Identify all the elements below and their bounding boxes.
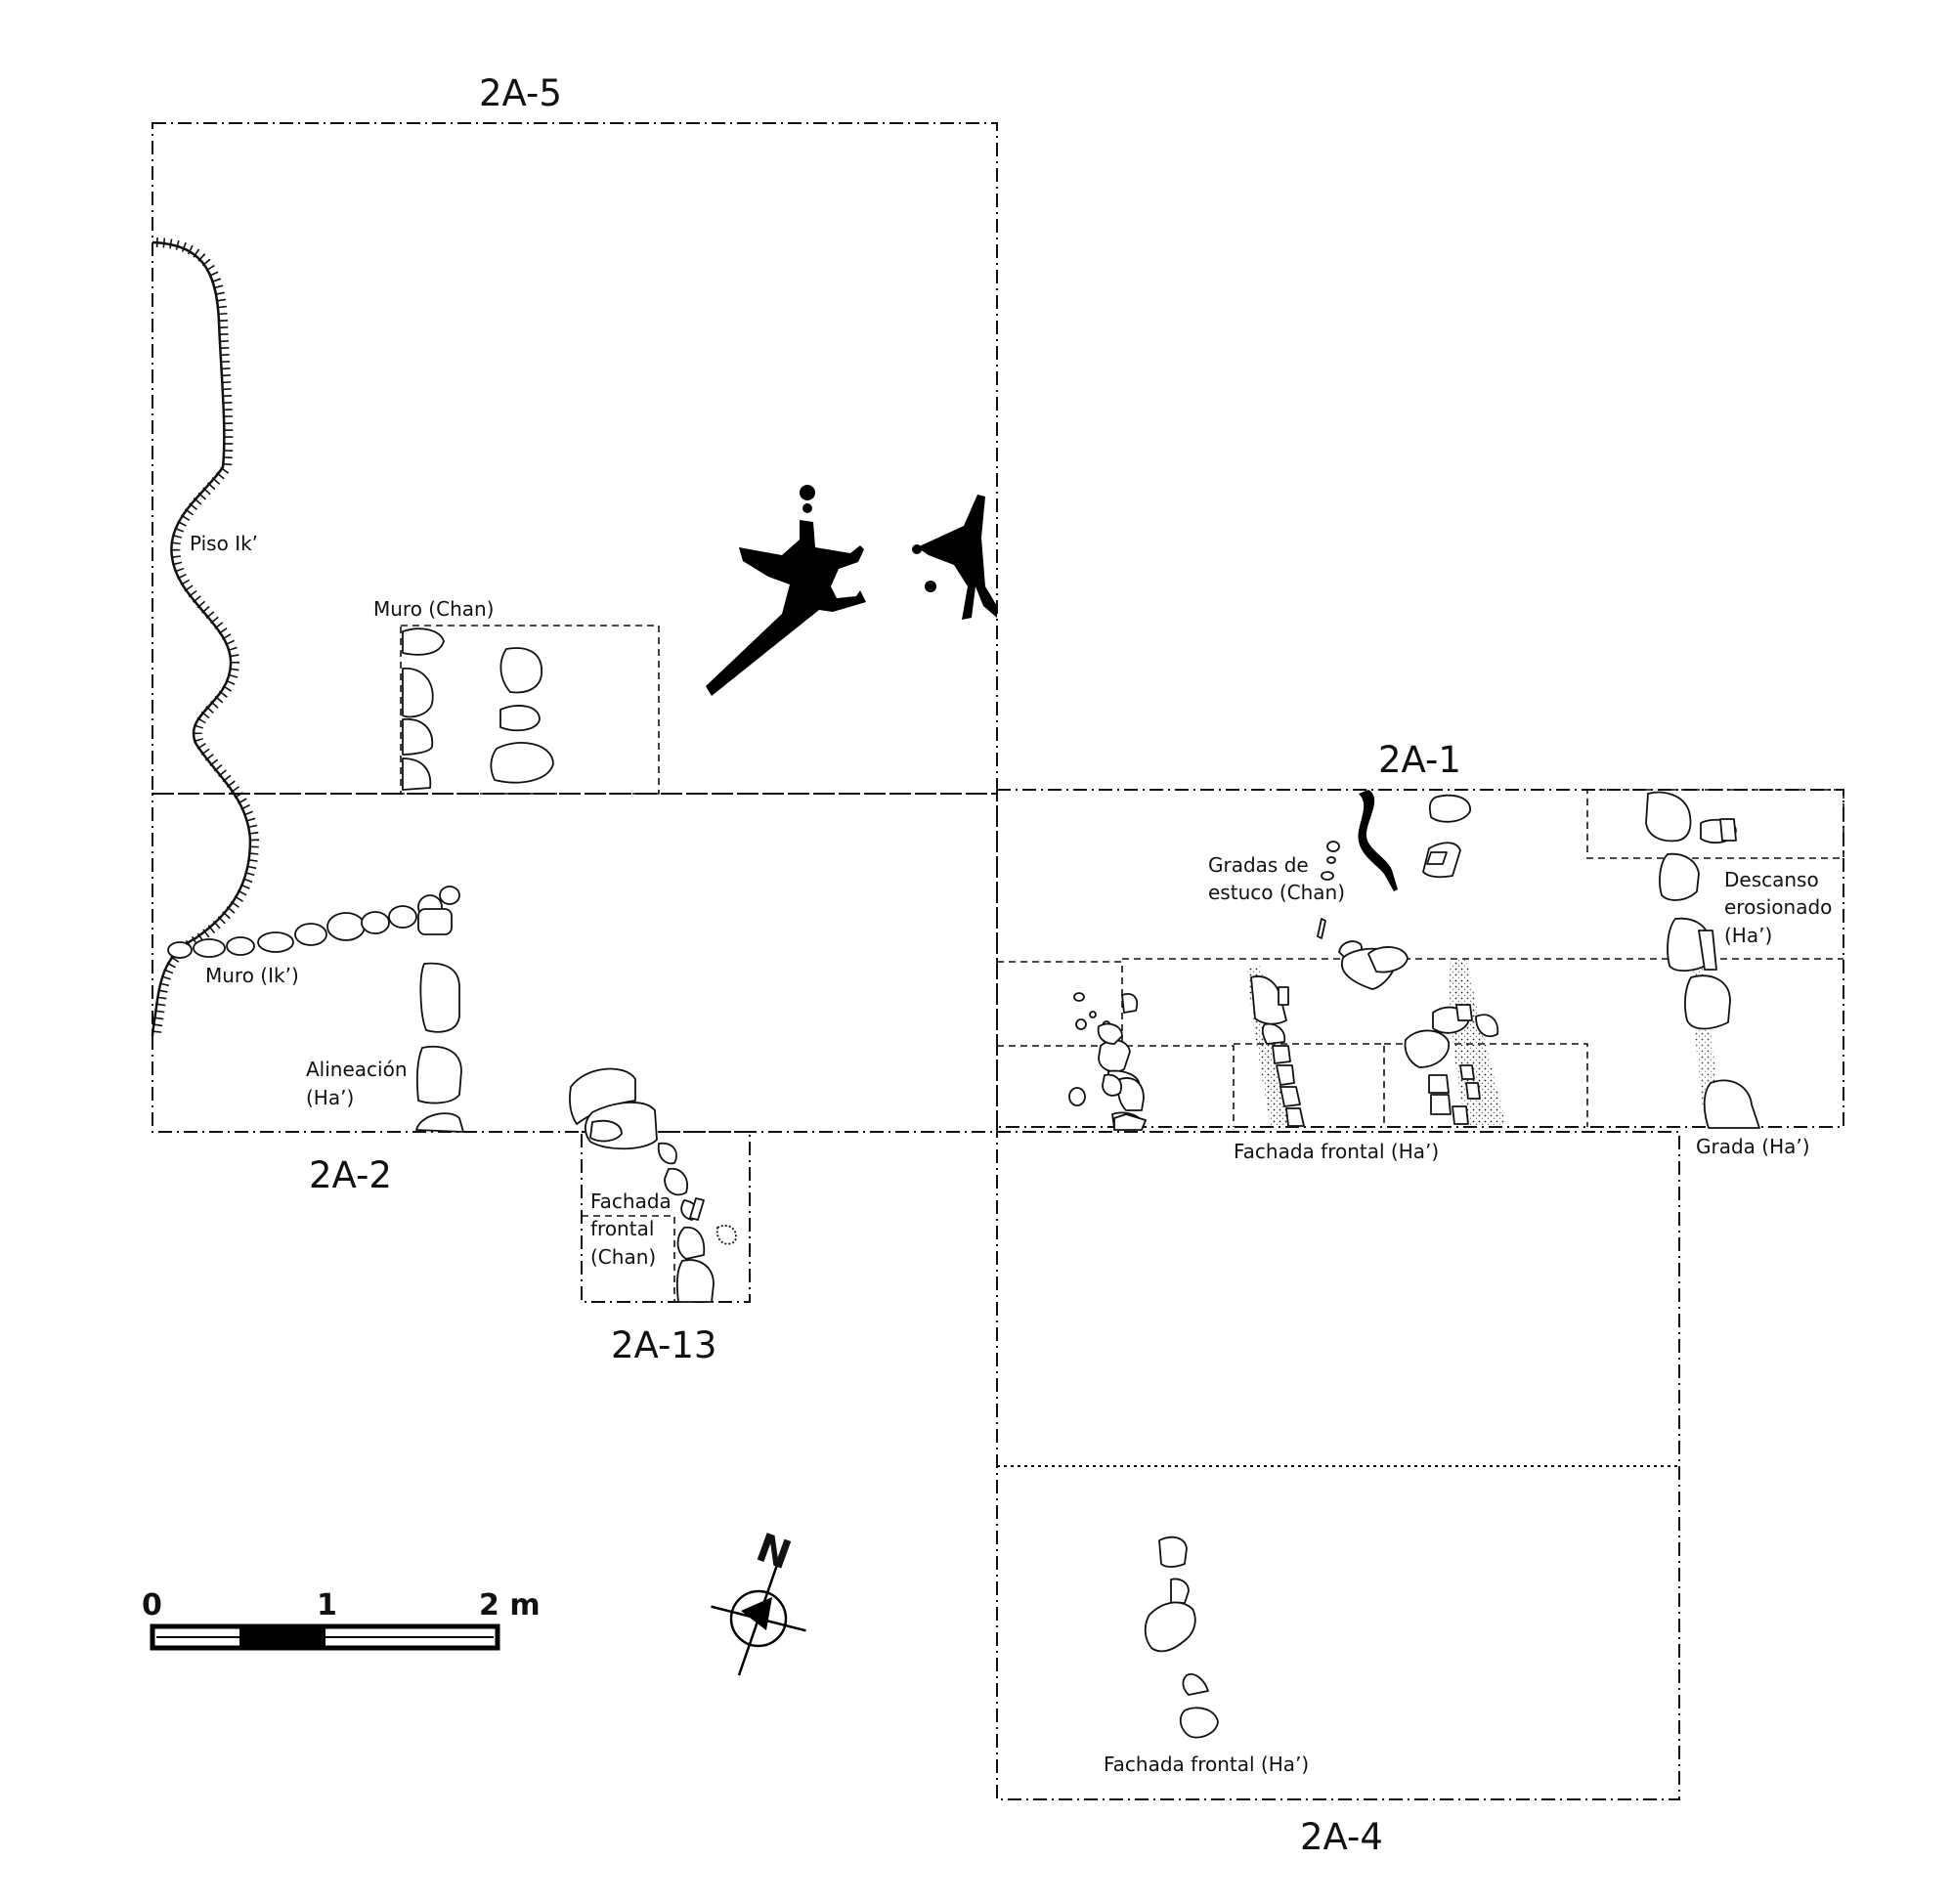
- label-muro-ik: Muro (Ik’): [205, 964, 299, 987]
- label-fachada-ha-lower: Fachada frontal (Ha’): [1104, 1753, 1309, 1776]
- dark-dot: [802, 503, 812, 513]
- muro-chan-subarea: [400, 625, 660, 795]
- fachada-ha-lower-stones: [1144, 1536, 1219, 1739]
- unit-2a13-boundary: [581, 1131, 751, 1303]
- label-fachada-chan-line3: (Chan): [590, 1245, 656, 1269]
- label-gradas-line1: Gradas de: [1208, 853, 1309, 877]
- stair-subarea-mid: [997, 1045, 1235, 1127]
- label-fachada-chan-line1: Fachada: [590, 1190, 672, 1213]
- label-alineacion-line1: Alineación: [306, 1058, 408, 1081]
- label-muro-chan: Muro (Chan): [373, 597, 495, 621]
- label-fachada-ha-upper: Fachada frontal (Ha’): [1234, 1140, 1439, 1163]
- unit-label-2a2: 2A-2: [309, 1154, 392, 1196]
- scale-tick-0: 0: [142, 1588, 162, 1623]
- muro-ik-stones: [167, 886, 460, 959]
- scale-tick-1: 1: [317, 1588, 337, 1623]
- unit-label-2a5: 2A-5: [479, 72, 562, 114]
- unit-boundaries: [152, 122, 1844, 1800]
- piso-ik-edge: [151, 238, 260, 1037]
- unit-label-2a1: 2A-1: [1378, 739, 1461, 781]
- unit-label-2a13: 2A-13: [611, 1324, 716, 1366]
- grada-ha-stones: [1645, 791, 1760, 1129]
- dark-dot: [800, 485, 815, 500]
- unit-2a5-boundary: [152, 122, 998, 795]
- unit-label-2a4: 2A-4: [1300, 1816, 1383, 1858]
- alineacion-stones: [415, 962, 464, 1133]
- scale-bar: 0 1 2 m: [142, 1588, 541, 1651]
- label-descanso-line3: (Ha’): [1724, 924, 1772, 947]
- descanso-subarea: [1586, 789, 1844, 859]
- unit-labels: 2A-5 2A-1 2A-2 2A-13 2A-4: [309, 72, 1461, 1858]
- dark-dot: [912, 544, 922, 554]
- dark-features: [706, 485, 1398, 891]
- unit-2a2-boundary: [152, 793, 998, 1133]
- unit-2a4-boundary: [996, 1131, 1680, 1800]
- root-feature-west: [706, 520, 866, 696]
- root-feature-east: [917, 495, 997, 620]
- north-letter: N: [751, 1525, 797, 1579]
- stair-subarea-right: [1234, 1043, 1385, 1127]
- chan-cut-line: [1358, 790, 1398, 891]
- unit-2a1-boundary: [996, 789, 1844, 1128]
- stair-stones: [1068, 794, 1720, 1131]
- label-descanso-line1: Descanso: [1724, 868, 1819, 891]
- scale-tick-2: 2 m: [479, 1588, 541, 1623]
- label-alineacion-line2: (Ha’): [306, 1086, 354, 1109]
- fachada-chan-stones: [569, 1067, 737, 1303]
- north-arrow-icon: N: [711, 1525, 806, 1676]
- scale-bar-black-segment: [239, 1626, 325, 1648]
- stair-subarea-upper: [997, 961, 1123, 1046]
- label-fachada-chan-line2: frontal: [590, 1217, 654, 1240]
- stair-subarea-far: [1384, 1043, 1588, 1127]
- label-grada-ha: Grada (Ha’): [1696, 1135, 1810, 1158]
- label-descanso-line2: erosionado: [1724, 895, 1832, 919]
- feature-annotations: Piso Ik’ Muro (Chan) Muro (Ik’) Alineaci…: [190, 532, 1832, 1776]
- muro-chan-stones: [402, 627, 554, 791]
- label-piso-ik: Piso Ik’: [190, 532, 258, 555]
- dark-dot: [925, 581, 936, 592]
- label-gradas-line2: estuco (Chan): [1208, 881, 1345, 904]
